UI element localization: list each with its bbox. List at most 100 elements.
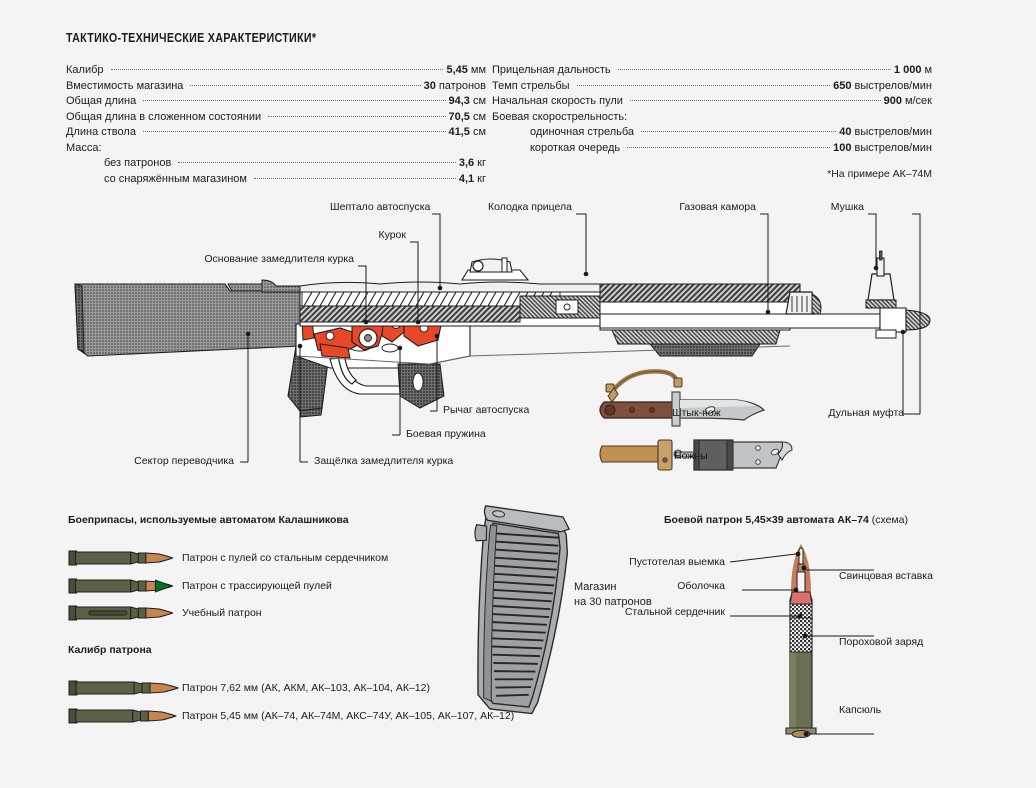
cartridge-pictogram — [68, 708, 177, 724]
spec-value: 1 000 — [893, 64, 922, 76]
spec-dot-leader — [268, 115, 446, 117]
ammo-item-label: Патрон с трассирующей пулей — [182, 580, 332, 592]
spec-label: Масса: — [66, 141, 102, 154]
spec-label: короткая очередь — [530, 141, 621, 154]
spec-value: 40 — [839, 126, 852, 138]
callout-selector: Сектор переводчика — [134, 455, 234, 467]
cartridge-pictogram — [68, 578, 174, 594]
callout-delay-latch: Защёлка замедлителя курка — [314, 455, 454, 467]
label-bayonet: Штык-нож — [672, 407, 721, 419]
spec-label: одиночная стрельба — [530, 126, 635, 138]
cartridge-case — [785, 587, 817, 739]
cartridge-pictogram — [68, 680, 180, 696]
magazine-illustration — [450, 500, 640, 735]
magazine-svg — [474, 505, 571, 715]
spec-dot-leader — [627, 146, 831, 148]
caliber-item-label: Патрон 7,62 мм (АК, АКМ, АК–103, АК–104,… — [182, 682, 430, 694]
rifle-leader-lines — [240, 213, 921, 463]
spec-unit: м/сек — [904, 95, 932, 107]
spec-label: Общая длина в сложенном состоянии — [66, 110, 262, 123]
spec-unit: выстрелов/мин — [854, 79, 933, 92]
ammo-item — [68, 548, 177, 570]
spec-value: 100 — [833, 141, 852, 154]
spec-value: 650 — [833, 79, 852, 92]
rifle-handguard — [599, 283, 881, 357]
callout-main-spring: Боевая пружина — [406, 428, 486, 440]
callout-front-sight: Мушка — [830, 201, 864, 213]
callout-hammer: Курок — [378, 229, 406, 241]
spec-unit: см — [472, 126, 486, 138]
spec-dot-leader — [253, 177, 456, 179]
cartridge-heading: Боевой патрон 5,45×39 автомата АК–74 (сх… — [664, 514, 908, 526]
callout-sear: Шептало автоспуска — [330, 201, 431, 213]
spec-unit: выстрелов/мин — [854, 141, 933, 154]
scabbard — [599, 439, 793, 471]
cartridge-svg — [729, 543, 874, 739]
magazine-label: Магазин на 30 патронов — [574, 580, 652, 610]
spec-value: 4,1 — [458, 172, 475, 185]
callout-auto-lever: Рычаг автоспуска — [443, 404, 530, 416]
cartridge-heading-norm: (схема) — [868, 514, 908, 526]
spec-row: Боевая скорострельность: — [492, 111, 932, 127]
spec-value: 30 — [423, 79, 436, 92]
rifle-gas-block — [785, 291, 822, 315]
spec-dot-leader — [110, 69, 444, 70]
rifle-svg — [74, 213, 931, 471]
spec-unit: м — [924, 64, 932, 76]
ammo-item-label: Учебный патрон — [182, 607, 262, 619]
callout-muzzle-coupling: Дульная муфта — [828, 407, 904, 419]
spec-value: 900 — [883, 95, 902, 107]
cartridge-callout-jacket: Оболочка — [677, 580, 725, 592]
spec-label: Начальная скорость пули — [492, 95, 623, 107]
spec-value: 5,45 — [446, 64, 468, 76]
spec-unit: кг — [477, 157, 486, 169]
spec-value: 3,6 — [458, 157, 475, 169]
page-title: ТАКТИКО-ТЕХНИЧЕСКИЕ ХАРАКТЕРИСТИКИ* — [66, 31, 317, 45]
spec-dot-leader — [142, 131, 446, 132]
spec-label: Темп стрельбы — [492, 79, 570, 92]
callout-delay-base: Основание замедлителя курка — [204, 253, 354, 265]
spec-dot-leader — [576, 84, 831, 86]
bayonet-knife — [599, 369, 766, 427]
cartridge-callout-primer: Капсюль — [839, 704, 882, 716]
spec-label: Длина ствола — [66, 126, 136, 138]
callout-gas-chamber: Газовая камора — [679, 201, 756, 213]
spec-label: Боевая скорострельность: — [492, 110, 628, 123]
cartridge-pictogram — [68, 550, 174, 566]
spec-unit: выстрелов/мин — [854, 126, 933, 138]
ammo-item — [68, 576, 177, 598]
callout-sight-block: Колодка прицела — [487, 201, 572, 213]
ammo-section-heading: Боеприпасы, используемые автоматом Калаш… — [68, 514, 349, 526]
spec-label: Вместимость магазина — [66, 79, 184, 92]
spec-dot-leader — [629, 100, 881, 101]
spec-label: Калибр — [66, 64, 104, 76]
spec-unit: см — [472, 110, 486, 123]
spec-row: Масса: — [66, 142, 486, 158]
spec-dot-leader — [190, 84, 421, 86]
rifle-buttstock — [74, 279, 301, 357]
spec-value: 94,3 — [448, 95, 470, 107]
spec-footnote: *На примере АК–74М — [827, 168, 932, 180]
ammo-item-label: Патрон с пулей со стальным сердечником — [182, 552, 389, 564]
spec-label: Общая длина — [66, 95, 137, 107]
cartridge-heading-bold: Боевой патрон 5,45×39 автомата АК–74 — [664, 514, 869, 526]
spec-dot-leader — [641, 131, 837, 132]
caliber-section-heading: Калибр патрона — [68, 644, 152, 656]
spec-unit: патронов — [438, 79, 486, 92]
spec-label: Прицельная дальность — [492, 64, 611, 76]
rifle-front-sight — [865, 250, 897, 309]
rifle-cutaway-diagram: Шептало автоспуска Колодка прицела Газов… — [0, 196, 1036, 486]
spec-dot-leader — [143, 100, 446, 101]
cartridge-callout-steel-core: Стальной сердечник — [624, 606, 725, 618]
